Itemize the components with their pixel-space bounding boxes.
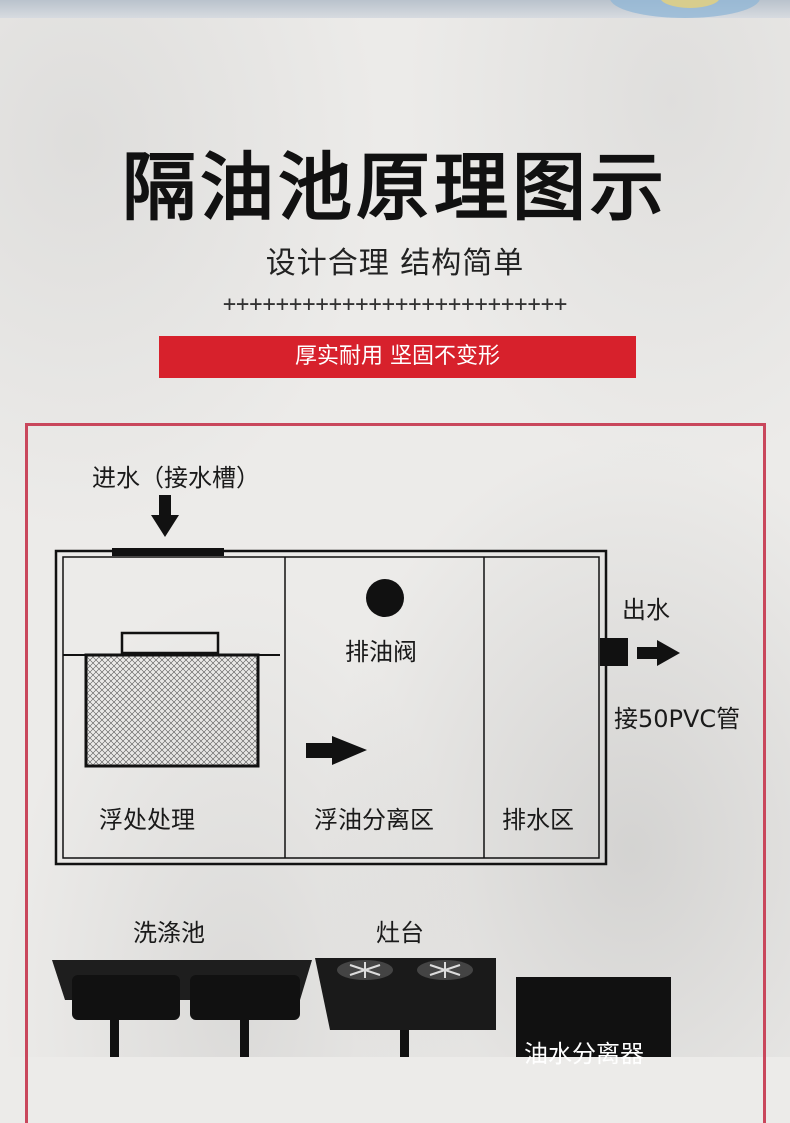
stove-icon	[315, 958, 496, 1057]
zone-label-float: 浮处处理	[99, 806, 195, 834]
filter-basket	[63, 631, 280, 768]
product-edge-image	[610, 0, 760, 18]
inlet-arrow-icon	[151, 495, 179, 537]
plus-divider: ++++++++++++++++++++++++++	[222, 292, 568, 317]
diagram-frame	[25, 423, 766, 1123]
top-strip	[0, 0, 790, 18]
separator-box	[516, 977, 671, 1057]
inlet-opening	[112, 548, 224, 556]
flow-arrow-icon	[306, 736, 367, 765]
zone-label-drain: 排水区	[502, 806, 574, 834]
valve-label: 排油阀	[345, 638, 417, 666]
outlet-label: 出水	[622, 596, 670, 624]
sink-label: 洗涤池	[133, 919, 205, 947]
calligraphy-background	[0, 18, 790, 1057]
outlet-arrow-icon	[637, 640, 680, 666]
diagram-drawing	[52, 495, 680, 1057]
pipe-label: 接50PVC管	[614, 705, 741, 733]
feature-badge: 厚实耐用 坚固不变形	[159, 336, 636, 378]
zone-label-separation: 浮油分离区	[314, 806, 434, 834]
stove-label: 灶台	[376, 919, 424, 947]
sink-icon	[52, 960, 312, 1057]
tank-outline	[54, 549, 608, 866]
separator-label: 油水分离器	[524, 1040, 644, 1068]
page-subtitle: 设计合理 结构简单	[265, 246, 525, 281]
product-edge-highlight	[660, 0, 720, 8]
outlet-pipe	[600, 638, 628, 666]
oil-valve-icon	[366, 579, 404, 617]
page-title: 隔油池原理图示	[122, 145, 668, 231]
inlet-label: 进水（接水槽）	[92, 464, 260, 492]
